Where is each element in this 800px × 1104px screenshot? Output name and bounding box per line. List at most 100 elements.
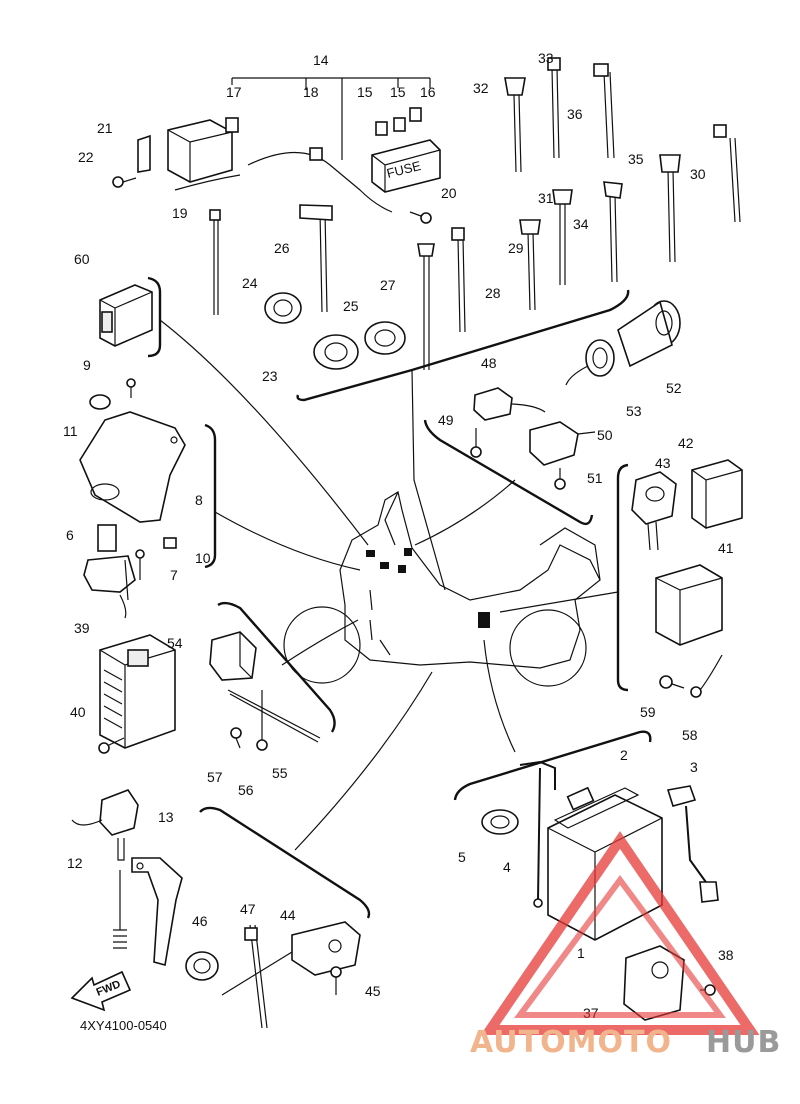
leader-60: [159, 319, 369, 546]
cable-3: [666, 785, 719, 903]
bolt-9: [126, 378, 136, 398]
clamps: [264, 292, 406, 370]
callout-38: 38: [718, 947, 734, 963]
leader-54: [281, 619, 359, 666]
callout-12: 12: [67, 855, 83, 871]
screw-7: [135, 549, 145, 580]
callout-32: 32: [473, 80, 489, 96]
leader-battery: [483, 639, 516, 753]
callout-40: 40: [70, 704, 86, 720]
callout-47: 47: [240, 901, 256, 917]
callout-8: 8: [195, 492, 203, 508]
callout-55: 55: [272, 765, 288, 781]
ring-53: [565, 339, 615, 386]
callout-41: 41: [718, 540, 734, 556]
callout-5: 5: [458, 849, 466, 865]
screw-49: [470, 428, 482, 458]
callout-58: 58: [682, 727, 698, 743]
callout-29: 29: [508, 240, 524, 256]
battery-band-2: [553, 786, 640, 829]
callout-9: 9: [83, 357, 91, 373]
callout-16: 16: [420, 84, 436, 100]
bolt-40: [98, 737, 125, 754]
watermark-text-b: HUB: [706, 1025, 781, 1060]
callout-42: 42: [678, 435, 694, 451]
bracket-54: [217, 601, 336, 733]
callout-21: 21: [97, 120, 113, 136]
relay-37: [623, 945, 685, 1021]
tie-47: [249, 924, 268, 1029]
fwd-arrow: FWD: [70, 970, 132, 1012]
callout-48: 48: [481, 355, 497, 371]
switch-12: [71, 789, 139, 949]
callout-26: 26: [274, 240, 290, 256]
watermark-text-a: AUTOMOTO: [470, 1025, 672, 1060]
leader-top: [411, 369, 446, 591]
callout-22: 22: [78, 149, 94, 165]
socket-52: [617, 300, 681, 368]
callout-20: 20: [441, 185, 457, 201]
automotohub-watermark: AUTOMOTO HUB: [470, 831, 781, 1060]
callout-34: 34: [573, 216, 589, 232]
switch-44: [221, 921, 361, 996]
callout-4: 4: [503, 859, 511, 875]
callout-2: 2: [620, 747, 628, 763]
holder-5: [481, 809, 519, 835]
callout-54: 54: [167, 635, 183, 651]
bolt-45: [330, 966, 342, 995]
fuse-18: [309, 147, 323, 161]
leader-48: [414, 479, 516, 546]
callout-60: 60: [74, 251, 90, 267]
watermark-triangle-outer: [480, 831, 760, 1035]
fuse-16: [409, 107, 422, 122]
callout-27: 27: [380, 277, 396, 293]
callout-24: 24: [242, 275, 258, 291]
callout-57: 57: [207, 769, 223, 785]
bracket-battery: [453, 730, 652, 801]
callout-49: 49: [438, 412, 454, 428]
tie-55: [227, 689, 321, 743]
screw-20: [409, 211, 432, 224]
callout-19: 19: [172, 205, 188, 221]
screw-56: [256, 690, 268, 751]
fuse-15a: [375, 121, 388, 136]
bracket-left-8: [204, 423, 217, 569]
fuse-17: [225, 117, 239, 133]
cable-ties: [209, 57, 741, 370]
bracket-right-41: [616, 463, 629, 692]
unit-60: [99, 284, 153, 347]
callout-46: 46: [192, 913, 208, 929]
fuse-box: FUSE: [371, 139, 441, 193]
bracket-14: [231, 77, 431, 160]
unit-41: [655, 564, 723, 646]
bracket-bottom: [199, 806, 371, 919]
callout-18: 18: [303, 84, 319, 100]
callout-15a: 15: [357, 84, 373, 100]
callout-1: 1: [577, 945, 585, 961]
callout-15b: 15: [390, 84, 406, 100]
watermark-triangle-inner: [514, 874, 726, 1018]
callout-14: 14: [313, 52, 329, 68]
bolt-22: [112, 176, 137, 188]
fuse-15b: [393, 117, 406, 132]
callout-52: 52: [666, 380, 682, 396]
callout-25: 25: [343, 298, 359, 314]
leader-41: [499, 591, 619, 613]
callout-50: 50: [597, 427, 613, 443]
callout-44: 44: [280, 907, 296, 923]
tie-head-47: [244, 927, 258, 941]
callout-10: 10: [195, 550, 211, 566]
callout-56: 56: [238, 782, 254, 798]
callout-51: 51: [587, 470, 603, 486]
callout-31: 31: [538, 190, 554, 206]
callout-43: 43: [655, 455, 671, 471]
grommet-11: [89, 394, 111, 410]
callout-53: 53: [626, 403, 642, 419]
callout-59: 59: [640, 704, 656, 720]
motorcycle-outline: [283, 491, 601, 687]
callout-7: 7: [170, 567, 178, 583]
callout-30: 30: [690, 166, 706, 182]
callout-17: 17: [226, 84, 242, 100]
callout-28: 28: [485, 285, 501, 301]
